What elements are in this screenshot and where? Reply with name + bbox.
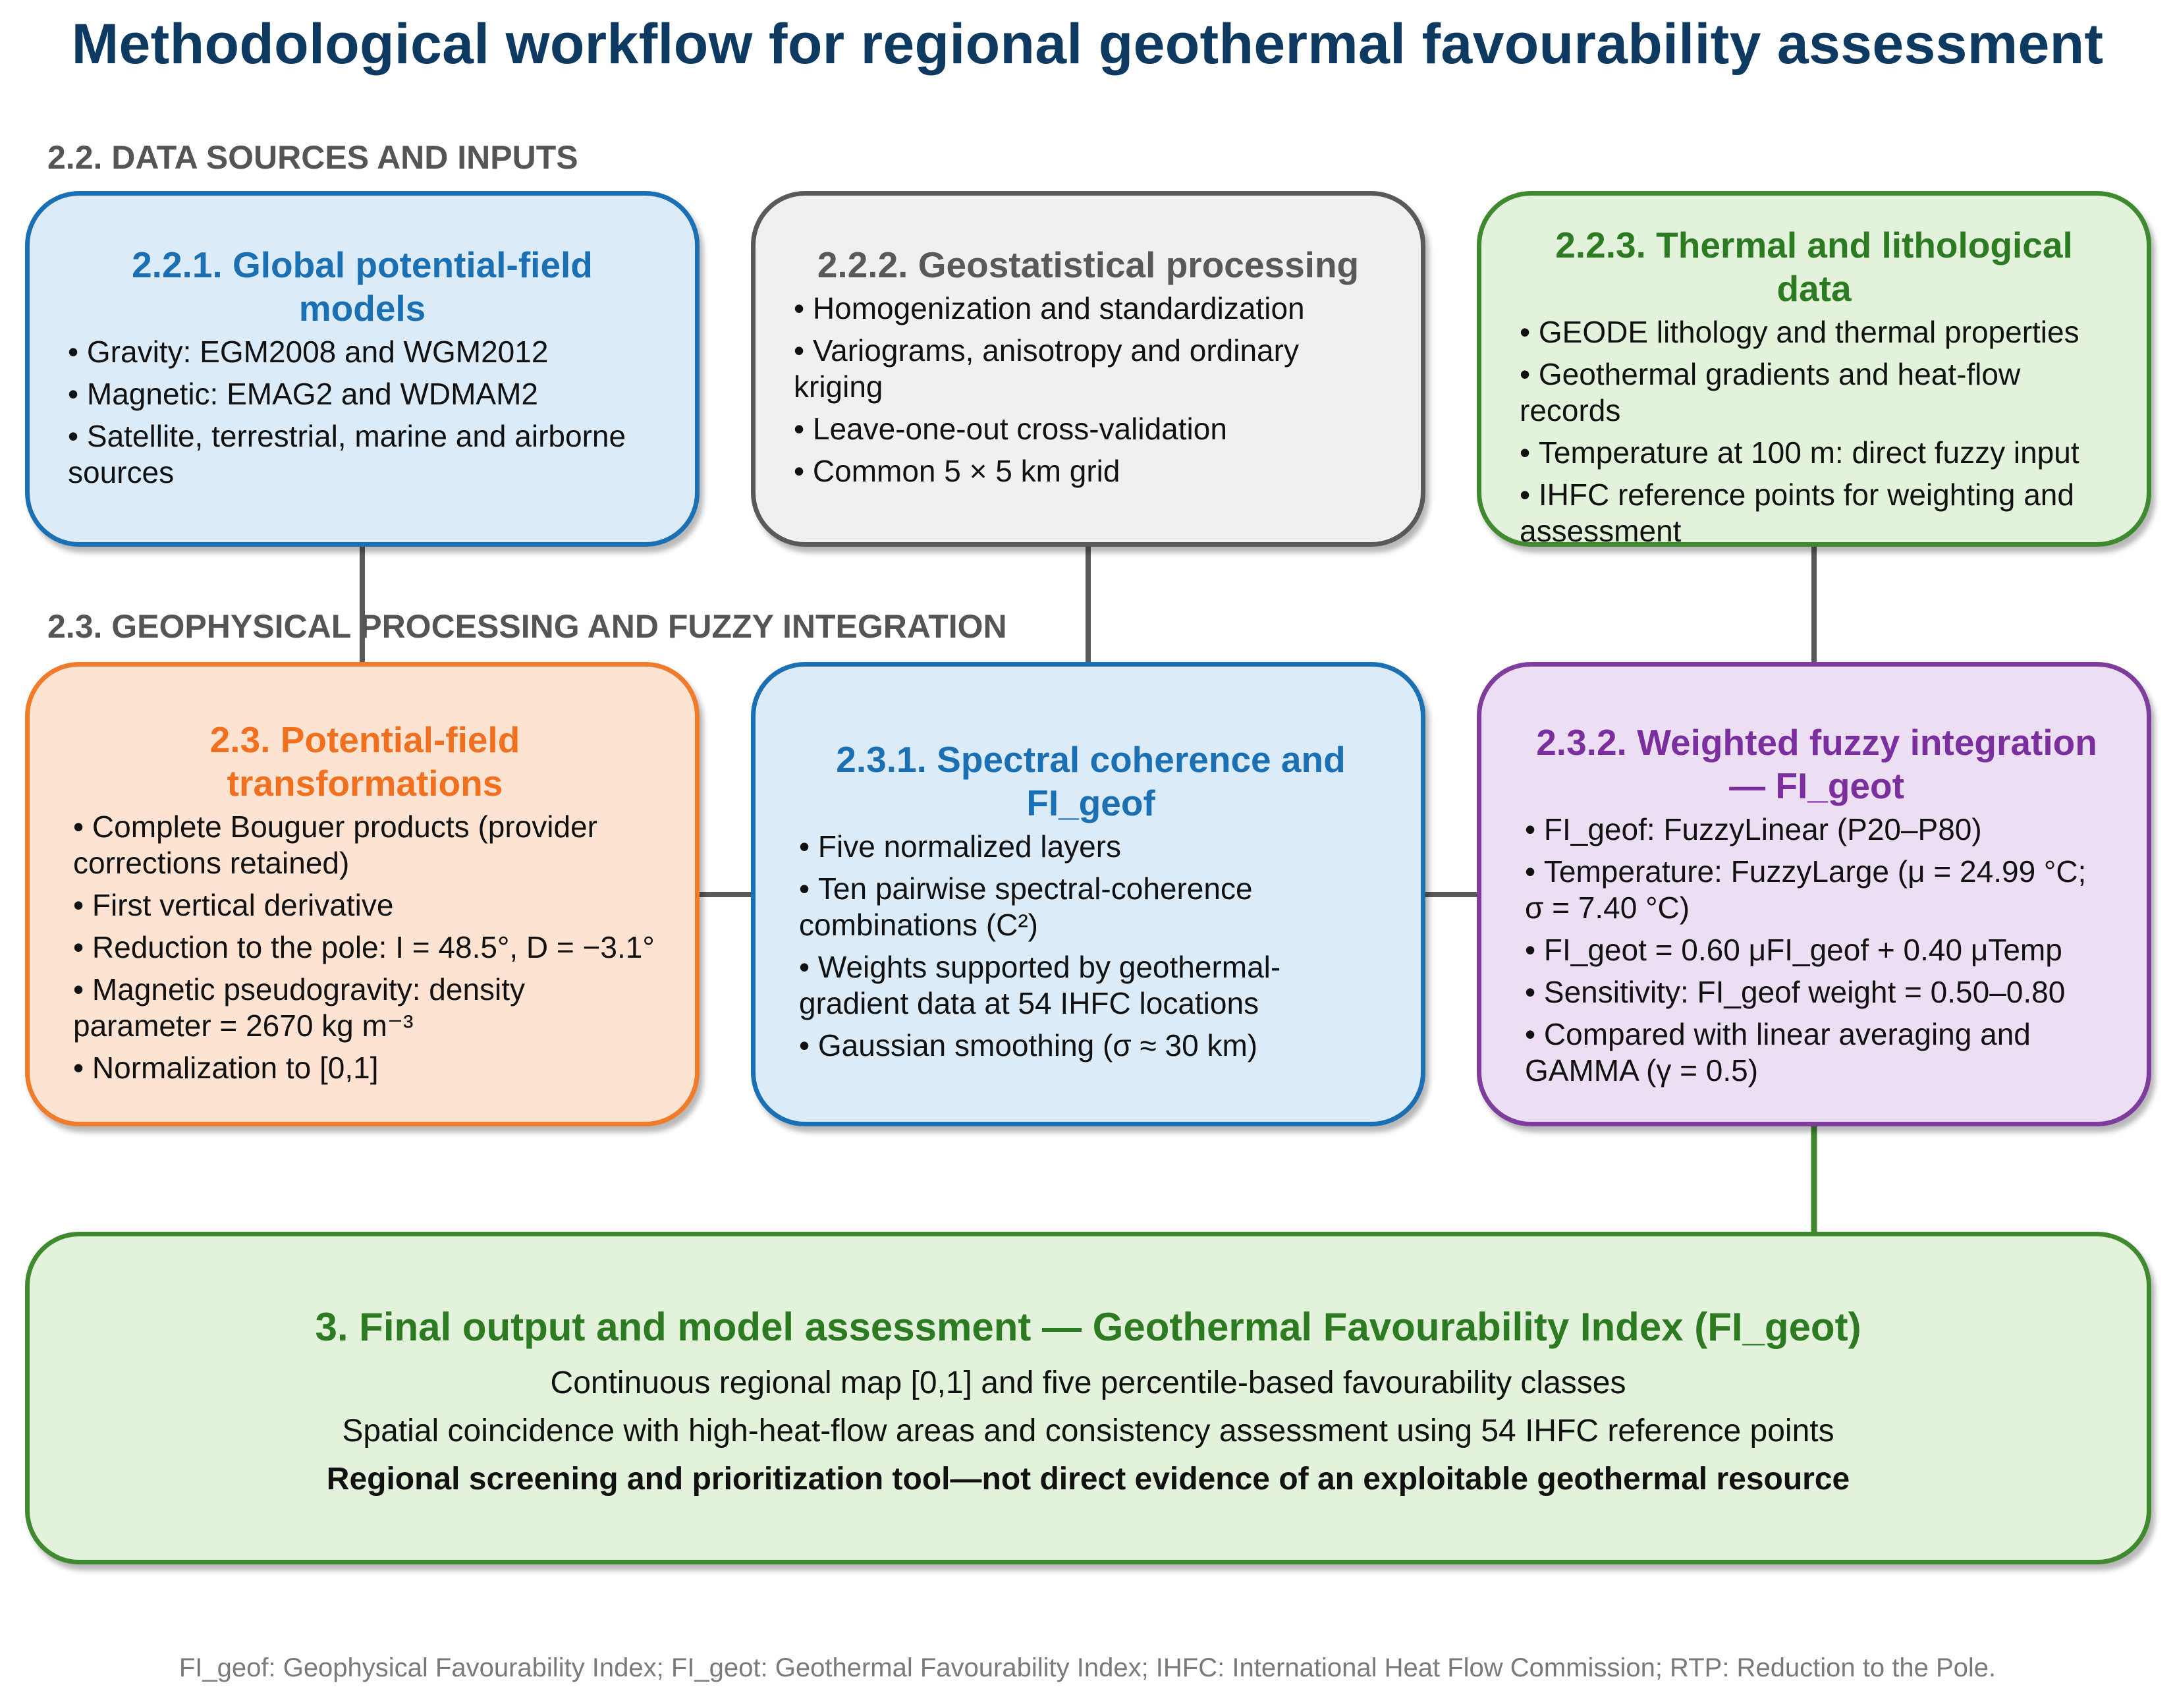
list-item: FI_geof: FuzzyLinear (P20–P80) <box>1525 812 2108 848</box>
section-label-processing: 2.3. GEOPHYSICAL PROCESSING AND FUZZY IN… <box>47 608 1007 645</box>
list-item: Normalization to [0,1] <box>73 1050 657 1086</box>
list-item: Compared with linear averaging and GAMMA… <box>1525 1016 2108 1089</box>
box-weighted-fuzzy-integration: 2.3.2. Weighted fuzzy integration — FI_g… <box>1477 662 2151 1126</box>
list-item: Common 5 × 5 km grid <box>794 453 1383 489</box>
list-item: Variograms, anisotropy and ordinary krig… <box>794 333 1383 405</box>
box-title: 2.3. Potential-field transformations <box>209 719 520 804</box>
box-potential-field-transformations: 2.3. Potential-field transformations Com… <box>25 662 700 1126</box>
box-thermal-lithological-data: 2.2.3. Thermal and lithological data GEO… <box>1477 191 2151 549</box>
list-item: Weights supported by geothermal-gradient… <box>799 949 1383 1022</box>
list-item: First vertical derivative <box>73 887 657 923</box>
footnote: FI_geof: Geophysical Favourability Index… <box>179 1653 1996 1682</box>
page-title: Methodological workflow for regional geo… <box>71 13 2104 76</box>
box-title: 2.3.1. Spectral coherence and FI_geof <box>836 739 1346 823</box>
box-title: 2.2.1. Global potential-field models <box>132 244 593 329</box>
list-item: Reduction to the pole: I = 48.5°, D = −3… <box>73 929 657 966</box>
list-item: Gaussian smoothing (σ ≈ 30 km) <box>799 1028 1383 1064</box>
list-item: Homogenization and standardization <box>794 290 1383 327</box>
list-item: GEODE lithology and thermal properties <box>1520 314 2108 350</box>
list-item: Sensitivity: FI_geof weight = 0.50–0.80 <box>1525 974 2108 1010</box>
box-spectral-coherence: 2.3.1. Spectral coherence and FI_geof Fi… <box>751 662 1425 1126</box>
list-item: Temperature: FuzzyLarge (μ = 24.99 °C; σ… <box>1525 854 2108 926</box>
list-item: Temperature at 100 m: direct fuzzy input <box>1520 435 2108 471</box>
list-item: IHFC reference points for weighting and … <box>1520 477 2108 549</box>
box-geostatistical-processing: 2.2.2. Geostatistical processing Homogen… <box>751 191 1425 547</box>
list-item: Leave-one-out cross-validation <box>794 411 1383 447</box>
box-global-potential-field-models: 2.2.1. Global potential-field models Gra… <box>25 191 700 547</box>
list-item: FI_geot = 0.60 μFI_geof + 0.40 μTemp <box>1525 932 2108 968</box>
list-item: Gravity: EGM2008 and WGM2012 <box>68 334 657 370</box>
section-label-data-sources: 2.2. DATA SOURCES AND INPUTS <box>47 139 578 176</box>
final-line: Continuous regional map [0,1] and five p… <box>550 1365 1626 1400</box>
final-line: Spatial coincidence with high-heat-flow … <box>342 1414 1834 1448</box>
list-item: Magnetic: EMAG2 and WDMAM2 <box>68 376 657 412</box>
box-title: 2.3.2. Weighted fuzzy integration — FI_g… <box>1536 722 2097 806</box>
list-item: Geothermal gradients and heat-flow recor… <box>1520 356 2108 429</box>
box-final-output: 3. Final output and model assessment — G… <box>25 1232 2151 1564</box>
list-item: Magnetic pseudogravity: density paramete… <box>73 972 657 1044</box>
box-title: 2.2.2. Geostatistical processing <box>817 244 1360 285</box>
box-title: 3. Final output and model assessment — G… <box>315 1305 1861 1349</box>
list-item: Five normalized layers <box>799 829 1383 865</box>
list-item: Ten pairwise spectral-coherence combinat… <box>799 871 1383 943</box>
list-item: Complete Bouguer products (provider corr… <box>73 809 657 881</box>
final-emphasis: Regional screening and prioritization to… <box>326 1462 1850 1497</box>
list-item: Satellite, terrestrial, marine and airbo… <box>68 418 657 491</box>
box-title: 2.2.3. Thermal and lithological data <box>1555 225 2073 309</box>
